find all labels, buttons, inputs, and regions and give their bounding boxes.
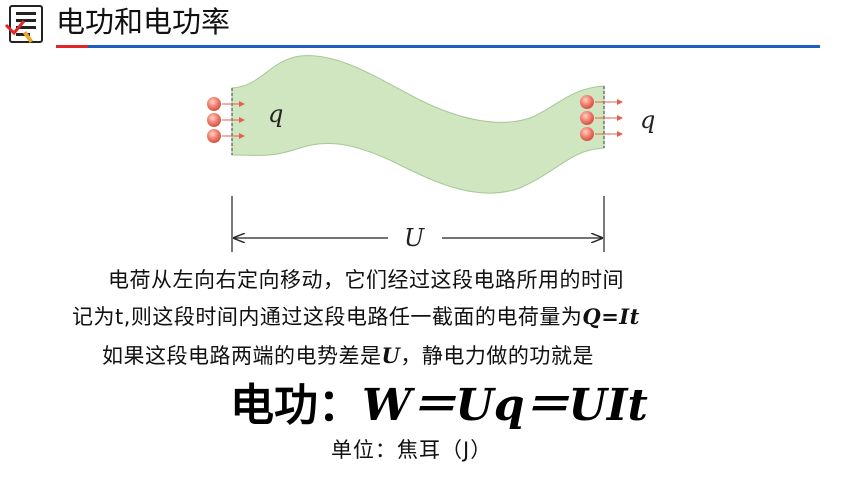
text-line-3-post: ，静电力做的功就是 [400, 344, 594, 368]
voltage-label: U [404, 224, 425, 252]
work-formula-equation: W＝Uq＝UIt [362, 380, 648, 431]
page-title: 电功和电功率 [56, 5, 231, 39]
left-charges [207, 97, 245, 143]
document-checklist-icon [4, 5, 43, 44]
right-charges [580, 95, 623, 141]
header-underline-blue [88, 45, 820, 48]
text-line-2-pre: 记为t,则这段时间内通过这段电路任一截面的电荷量为 [72, 305, 583, 329]
wire-segment [231, 55, 605, 194]
charge-label-left: q [268, 100, 283, 128]
text-line-3-pre: 如果这段电路两端的电势差是 [102, 344, 382, 368]
text-line-2: 记为t,则这段时间内通过这段电路任一截面的电荷量为Q=It [72, 301, 640, 331]
text-line-1: 电荷从左向右定向移动，它们经过这段电路所用的时间 [108, 268, 624, 292]
work-formula-label: 电功： [230, 380, 362, 431]
voltage-variable: U [381, 343, 401, 368]
work-formula: 电功：W＝Uq＝UIt [230, 378, 648, 434]
header-underline-red [56, 45, 88, 48]
unit-text: 单位：焦耳（J） [331, 438, 493, 462]
circuit-segment-diagram: q q U [207, 55, 655, 252]
charge-formula: Q=It [582, 304, 640, 329]
text-line-3: 如果这段电路两端的电势差是U，静电力做的功就是 [102, 340, 594, 370]
charge-label-right: q [640, 106, 655, 134]
